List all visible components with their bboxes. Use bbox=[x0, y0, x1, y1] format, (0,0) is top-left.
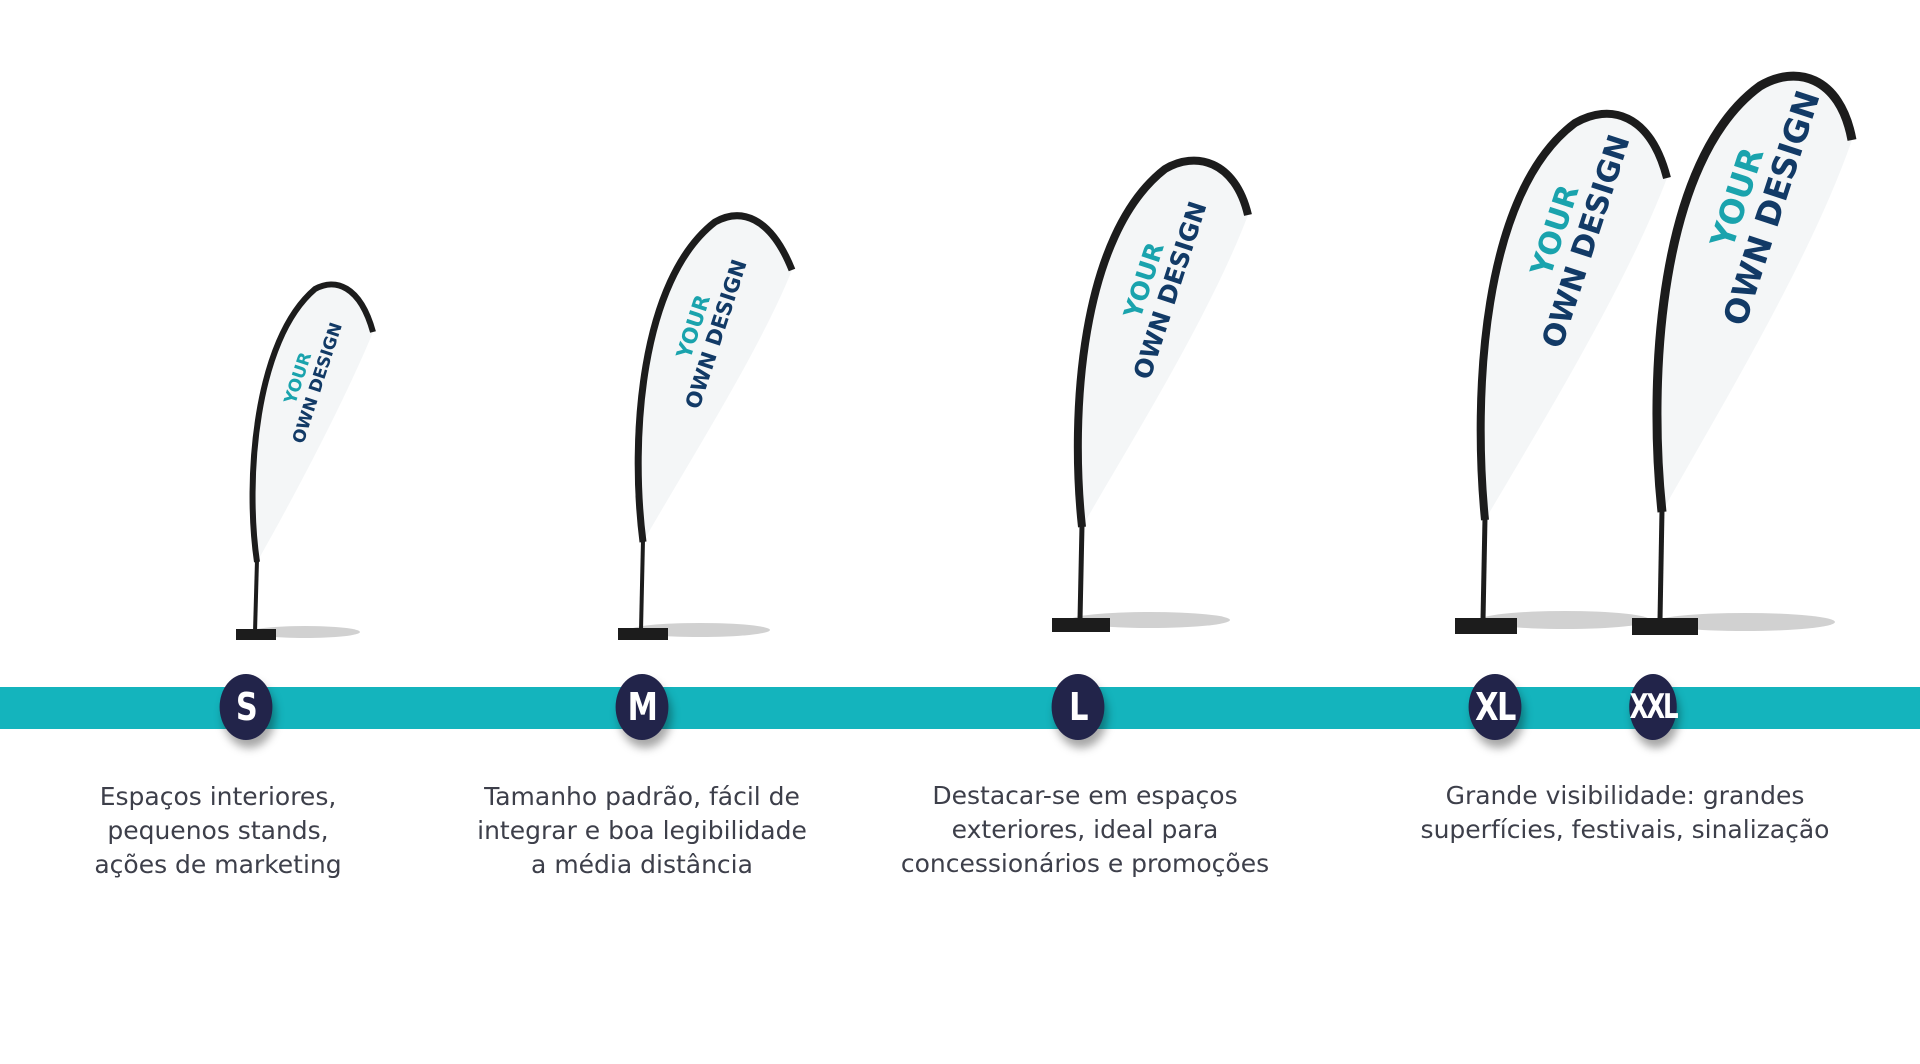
caption-s: Espaços interiores, pequenos stands, açõ… bbox=[94, 782, 342, 879]
flag-l: YOUR OWN DESIGN bbox=[1052, 156, 1252, 632]
caption-m: Tamanho padrão, fácil de integrar e boa … bbox=[477, 782, 807, 879]
caption-l: Destacar-se em espaços exteriores, ideal… bbox=[900, 781, 1270, 878]
size-badge-l: L bbox=[1051, 674, 1105, 740]
flag-s: YOUR OWN DESIGN bbox=[236, 281, 376, 640]
flag-xl: YOUR OWN DESIGN bbox=[1455, 109, 1671, 634]
size-badge-xl: XL bbox=[1468, 674, 1522, 740]
size-badge-s: S bbox=[219, 674, 273, 740]
size-badge-m: M bbox=[615, 674, 669, 740]
size-timeline-band bbox=[0, 687, 1920, 729]
caption-xl-xxl: Grande visibilidade: grandes superfícies… bbox=[1420, 781, 1830, 844]
flag-m: YOUR OWN DESIGN bbox=[618, 212, 796, 640]
size-badge-xxl: XXL bbox=[1629, 674, 1679, 740]
flag-xxl: YOUR OWN DESIGN bbox=[1632, 71, 1857, 635]
